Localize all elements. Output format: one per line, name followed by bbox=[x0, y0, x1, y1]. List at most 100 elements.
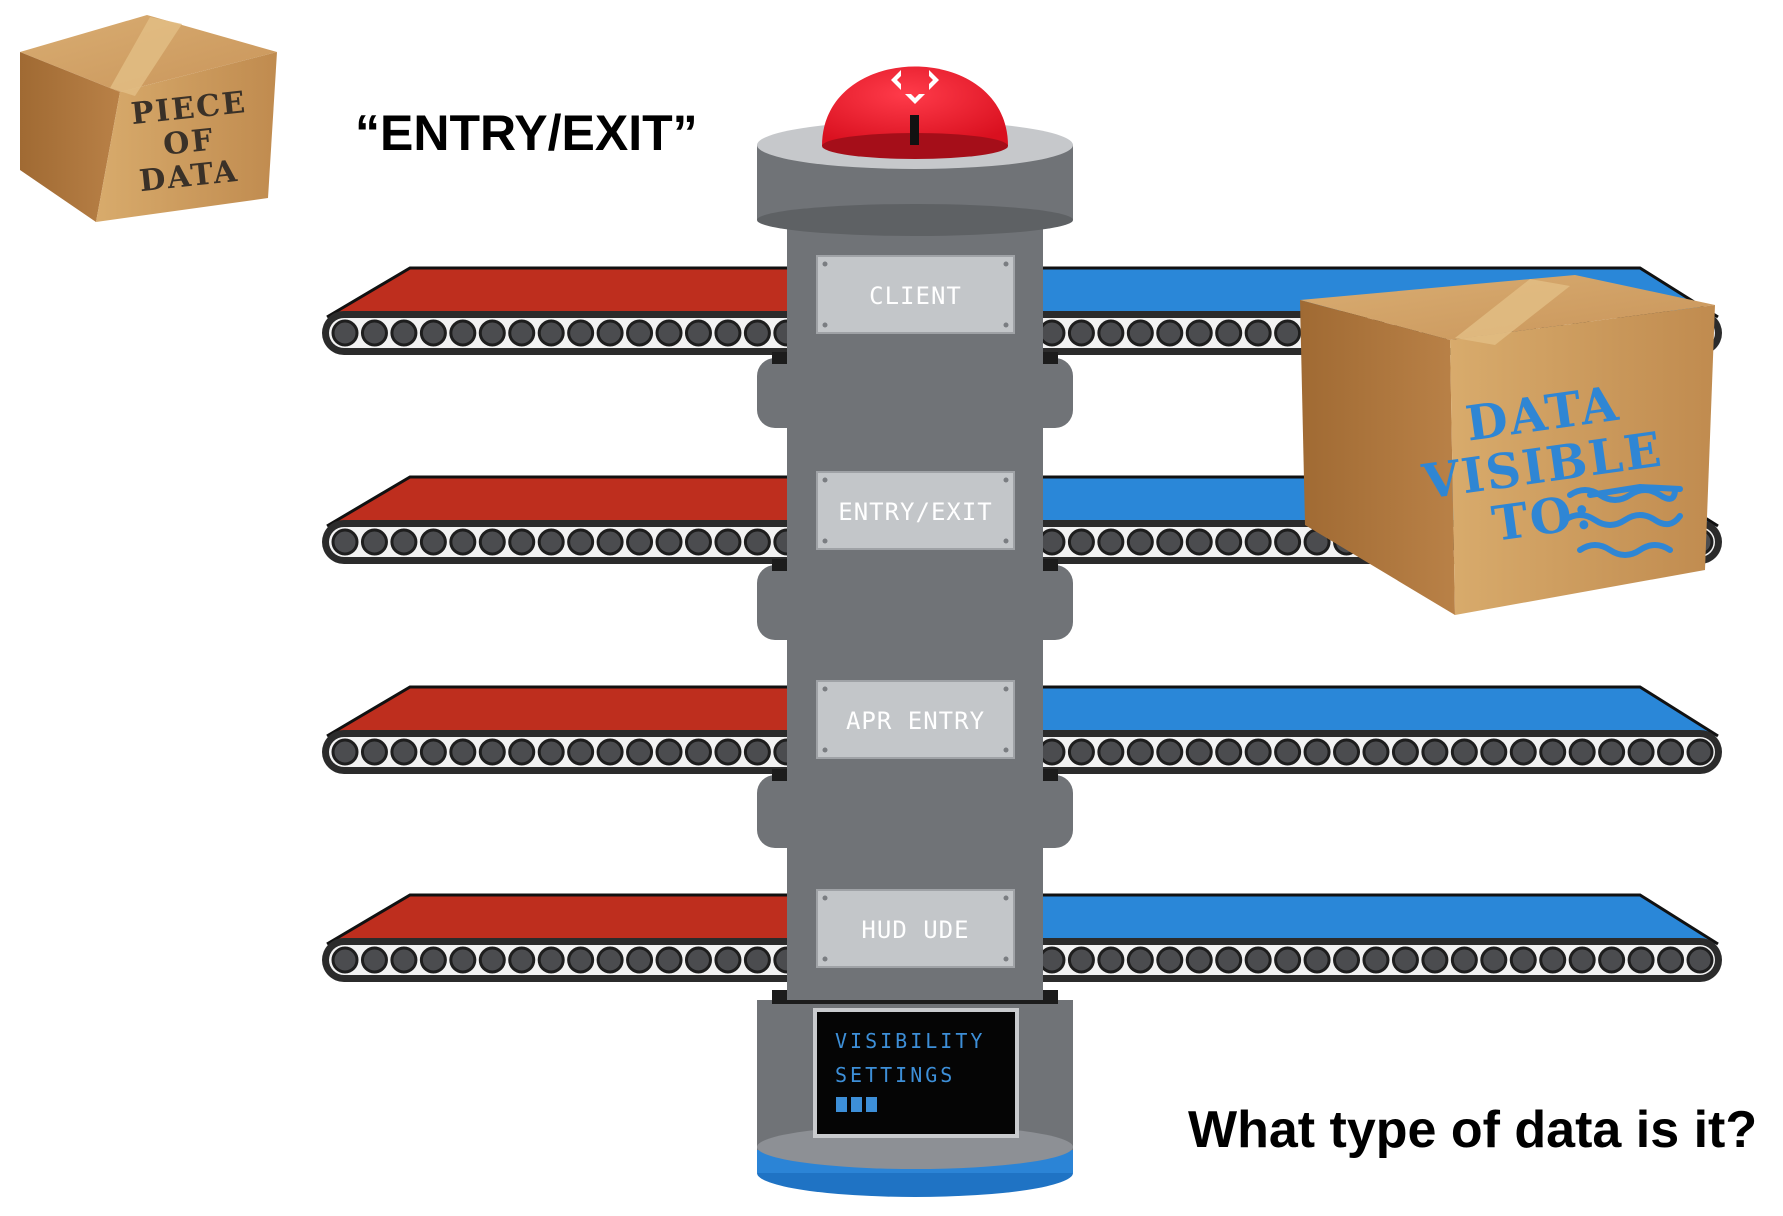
belt-roller bbox=[478, 528, 506, 556]
plate-screw bbox=[1003, 895, 1009, 901]
belt-roller bbox=[390, 738, 418, 766]
belt-roller bbox=[1067, 528, 1095, 556]
plate-screw bbox=[822, 747, 828, 753]
belt-roller bbox=[419, 946, 447, 974]
plate-screw bbox=[822, 477, 828, 483]
box-side bbox=[1300, 300, 1455, 615]
plate-screw bbox=[822, 686, 828, 692]
belt-in-surface bbox=[327, 477, 800, 526]
belt-roller bbox=[1303, 738, 1331, 766]
belt-roller bbox=[1097, 528, 1125, 556]
box-scribble bbox=[1562, 512, 1683, 528]
belt-roller bbox=[331, 738, 359, 766]
plate-label: CLIENT bbox=[869, 282, 962, 310]
belt-roller bbox=[655, 528, 683, 556]
belt-roller bbox=[1156, 946, 1184, 974]
belt-roller bbox=[684, 319, 712, 347]
belt-roller bbox=[626, 528, 654, 556]
belt-roller bbox=[1097, 738, 1125, 766]
machine-cap-lip bbox=[757, 204, 1073, 236]
belt-roller bbox=[1215, 319, 1243, 347]
belt-roller bbox=[1097, 946, 1125, 974]
belt-roller bbox=[714, 946, 742, 974]
belt-roller bbox=[596, 738, 624, 766]
belt-roller bbox=[714, 528, 742, 556]
belt-roller bbox=[419, 738, 447, 766]
plate-screw bbox=[1003, 956, 1009, 962]
plate-panel bbox=[816, 255, 1015, 334]
plate-screw bbox=[1003, 538, 1009, 544]
belt-roller bbox=[1274, 738, 1302, 766]
belt-roller bbox=[1156, 528, 1184, 556]
belt-roller bbox=[1627, 738, 1655, 766]
belt-out-surface bbox=[1030, 895, 1718, 944]
alarm-symbol-icon bbox=[891, 56, 939, 104]
belt-roller bbox=[1539, 738, 1567, 766]
belt-roller bbox=[567, 528, 595, 556]
belt-roller bbox=[449, 946, 477, 974]
question-heading: What type of data is it? bbox=[1188, 1101, 1758, 1159]
box-scribble bbox=[1567, 486, 1678, 503]
belt-roller bbox=[1362, 738, 1390, 766]
belt-roller bbox=[478, 319, 506, 347]
belt-roller bbox=[714, 319, 742, 347]
plate-panel bbox=[816, 471, 1015, 550]
belt-in-surface bbox=[327, 268, 800, 317]
belt-roller bbox=[1421, 738, 1449, 766]
box-tape bbox=[1455, 279, 1570, 345]
belt-roller bbox=[1244, 319, 1272, 347]
machine-plate-4: HUD UDE bbox=[816, 889, 1015, 968]
belt-roller bbox=[567, 946, 595, 974]
belt-roller bbox=[419, 528, 447, 556]
belt-roller bbox=[390, 528, 418, 556]
plate-screw bbox=[1003, 261, 1009, 267]
belt-roller bbox=[684, 528, 712, 556]
belt-roller bbox=[1391, 946, 1419, 974]
plate-screw bbox=[1003, 477, 1009, 483]
belt-roller bbox=[1038, 946, 1066, 974]
belt-roller bbox=[1274, 319, 1302, 347]
belt-roller bbox=[390, 319, 418, 347]
belt-roller bbox=[1097, 319, 1125, 347]
box-side bbox=[20, 52, 120, 222]
belt-roller bbox=[1215, 738, 1243, 766]
box-stamp-line: TO: bbox=[1489, 483, 1597, 553]
belt-roller bbox=[1126, 738, 1154, 766]
belt-roller bbox=[1185, 946, 1213, 974]
belt-roller bbox=[1156, 319, 1184, 347]
belt-roller bbox=[1215, 528, 1243, 556]
belt-roller bbox=[331, 319, 359, 347]
plate-screw bbox=[822, 538, 828, 544]
belt-roller bbox=[1539, 946, 1567, 974]
belt-roller bbox=[360, 738, 388, 766]
belt-roller bbox=[743, 528, 771, 556]
belt-roller bbox=[1657, 946, 1685, 974]
plate-panel bbox=[816, 680, 1015, 759]
belt-roller bbox=[626, 946, 654, 974]
belt-roller bbox=[743, 946, 771, 974]
belt-in-surface bbox=[327, 687, 800, 736]
belt-in-surface bbox=[327, 895, 800, 944]
belt-roller bbox=[1303, 946, 1331, 974]
belt-roller bbox=[1568, 738, 1596, 766]
alarm-dome-stem bbox=[910, 115, 919, 145]
belt-roller bbox=[537, 738, 565, 766]
belt-roller bbox=[626, 319, 654, 347]
plate-label: HUD UDE bbox=[861, 916, 969, 944]
belt-roller bbox=[1126, 528, 1154, 556]
belt-roller bbox=[1333, 946, 1361, 974]
belt-roller bbox=[1598, 738, 1626, 766]
belt-roller bbox=[1450, 738, 1478, 766]
machine-plate-3: APR ENTRY bbox=[816, 680, 1015, 759]
belt-out-surface bbox=[1030, 687, 1718, 736]
belt-roller bbox=[1509, 738, 1537, 766]
plate-screw bbox=[822, 322, 828, 328]
belt-roller bbox=[1568, 946, 1596, 974]
box-stamp-line: OF bbox=[162, 122, 217, 162]
belt-roller bbox=[1274, 528, 1302, 556]
